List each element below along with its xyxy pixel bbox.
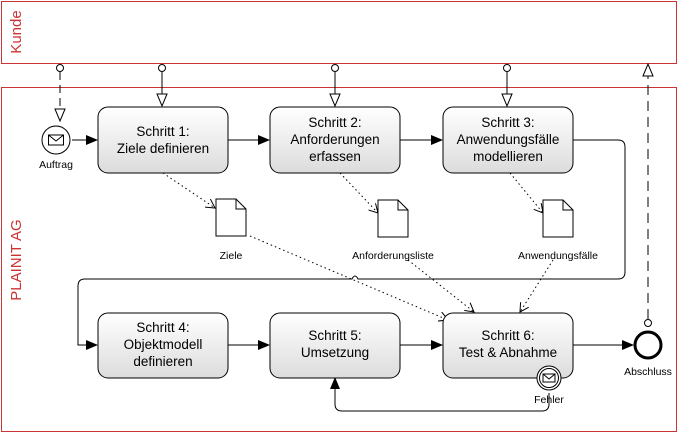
task-schritt-6[interactable]: Schritt 6: Test & Abnahme [442, 312, 574, 379]
end-event-label: Abschluss [624, 366, 672, 378]
message-flow-start [57, 64, 64, 122]
message-flow-t3 [504, 64, 511, 107]
start-event-label: Auftrag [39, 159, 73, 171]
document-ziele-label: Ziele [220, 250, 243, 262]
task-2-line2: Anforderungen [290, 132, 379, 147]
task-2-line1: Schritt 2: [308, 115, 361, 130]
task-schritt-1[interactable]: Schritt 1: Ziele definieren [97, 106, 229, 174]
pool-plainit-label: PLAINIT AG [8, 219, 25, 300]
task-3-line3: modellieren [473, 149, 543, 164]
task-4-line3: definieren [133, 354, 192, 369]
envelope-icon [542, 373, 556, 383]
task-schritt-2[interactable]: Schritt 2: Anforderungen erfassen [269, 106, 401, 174]
task-schritt-5[interactable]: Schritt 5: Umsetzung [269, 312, 401, 379]
message-flow-t2 [332, 64, 339, 107]
document-anforderungsliste-label: Anforderungsliste [352, 250, 434, 262]
task-4-line1: Schritt 4: [136, 320, 189, 335]
task-2-line3: erfassen [309, 149, 361, 164]
assoc-doc3-t6 [520, 259, 554, 312]
task-schritt-3[interactable]: Schritt 3: Anwendungsfälle modellieren [442, 106, 574, 174]
document-anforderungsliste[interactable]: Anforderungsliste [352, 199, 434, 262]
task-4-line2: Objektmodell [124, 337, 203, 352]
task-3-line2: Anwendungsfälle [457, 132, 560, 147]
pool-kunde [1, 1, 677, 64]
start-event-auftrag[interactable]: Auftrag [39, 125, 73, 171]
envelope-icon [48, 134, 64, 146]
task-6-line1: Schritt 6: [481, 328, 534, 343]
assoc-t2-doc [339, 172, 378, 213]
task-schritt-4[interactable]: Schritt 4: Objektmodell definieren [97, 312, 229, 379]
flow-t3-t4 [77, 139, 626, 350]
assoc-doc2-t6 [407, 259, 474, 312]
boundary-event-label: Fehler [534, 394, 564, 406]
pool-kunde-label: Kunde [8, 10, 25, 53]
document-anwendungsfaelle-label: Anwendungsfälle [518, 250, 598, 262]
boundary-event-fehler[interactable]: Fehler [534, 365, 564, 406]
assoc-t1-doc [162, 172, 215, 208]
document-anwendungsfaelle[interactable]: Anwendungsfälle [518, 199, 598, 262]
task-1-line2: Ziele definieren [117, 141, 209, 156]
task-3-line1: Schritt 3: [481, 115, 534, 130]
task-5-line1: Schritt 5: [308, 328, 361, 343]
flow-error-t5 [330, 377, 550, 412]
end-event-abschluss[interactable]: Abschluss [624, 330, 672, 378]
task-5-line2: Umsetzung [301, 345, 369, 360]
message-flow-t1 [159, 64, 166, 107]
task-1-line1: Schritt 1: [136, 124, 189, 139]
task-6-line2: Test & Abnahme [459, 345, 557, 360]
message-flow-end [645, 64, 652, 327]
document-ziele[interactable]: Ziele [215, 198, 247, 262]
